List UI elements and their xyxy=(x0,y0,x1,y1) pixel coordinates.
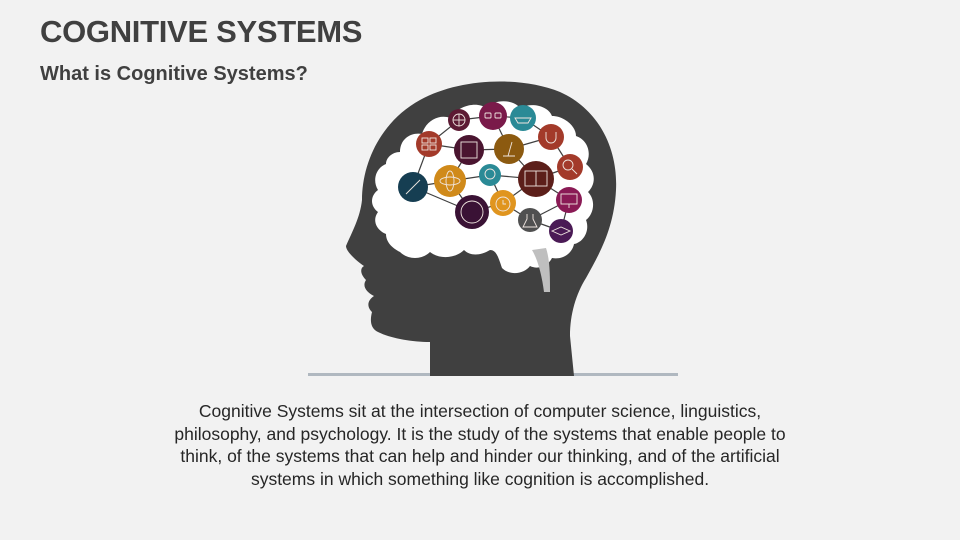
flask-icon xyxy=(518,208,542,232)
abacus-icon xyxy=(454,135,484,165)
graduation-cap-icon xyxy=(549,219,573,243)
calculator-icon xyxy=(416,131,442,157)
brain-stem xyxy=(532,248,550,292)
magnifier-icon xyxy=(557,154,583,180)
description-text: Cognitive Systems sit at the intersectio… xyxy=(174,401,786,489)
microscope-icon xyxy=(494,134,524,164)
glasses-icon xyxy=(479,102,507,130)
magnet-icon xyxy=(538,124,564,150)
monitor-icon xyxy=(556,187,582,213)
atom-icon xyxy=(434,165,466,197)
soccer-ball-icon xyxy=(455,195,489,229)
icon-nodes xyxy=(398,102,583,243)
slide-title: COGNITIVE SYSTEMS xyxy=(40,14,363,49)
lightbulb-icon xyxy=(479,164,501,186)
slide-subtitle: What is Cognitive Systems? xyxy=(40,63,308,85)
head-brain-illustration xyxy=(300,80,700,390)
